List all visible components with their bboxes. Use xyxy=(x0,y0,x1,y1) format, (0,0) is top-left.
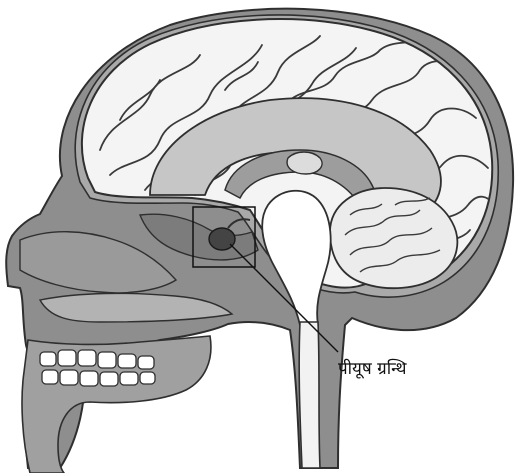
spinal-cord xyxy=(299,322,320,468)
pituitary-gland xyxy=(209,228,235,250)
third-ventricle-ring xyxy=(287,152,322,174)
pituitary-gland-label: पीयूष ग्रन्थि xyxy=(338,356,407,379)
